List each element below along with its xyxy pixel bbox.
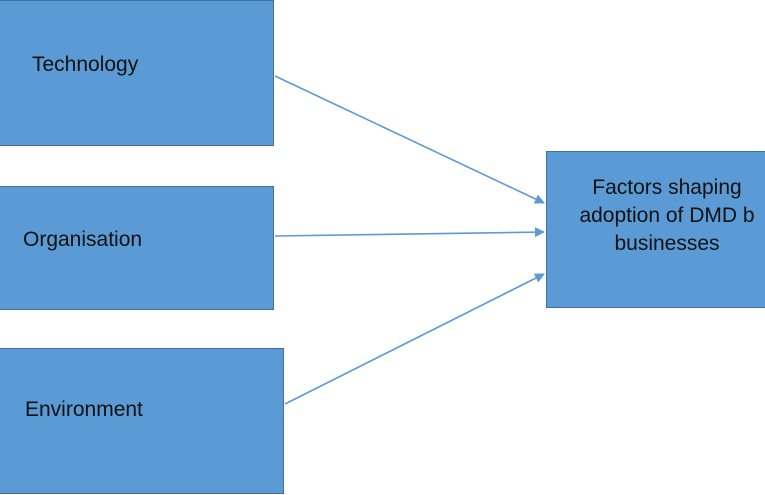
outcome-line-1: Factors shaping	[592, 176, 742, 199]
arrow-organisation-to-outcome	[274, 227, 545, 238]
arrow-environment-to-outcome	[284, 273, 545, 405]
technology-label: Technology	[32, 53, 139, 76]
technology-factor-box: Technology	[0, 0, 274, 146]
outcome-box: Factors shaping adoption of DMD b busine…	[546, 151, 765, 308]
outcome-line-2: adoption of DMD b	[579, 204, 755, 227]
organisation-label: Organisation	[23, 228, 143, 251]
outcome-line-3: businesses	[614, 232, 720, 255]
outcome-text: Factors shaping adoption of DMD b busine…	[547, 174, 765, 258]
arrow-technology-to-outcome	[274, 75, 545, 204]
environment-factor-box: Environment	[0, 348, 284, 494]
environment-label: Environment	[25, 398, 143, 421]
organisation-factor-box: Organisation	[0, 186, 274, 310]
